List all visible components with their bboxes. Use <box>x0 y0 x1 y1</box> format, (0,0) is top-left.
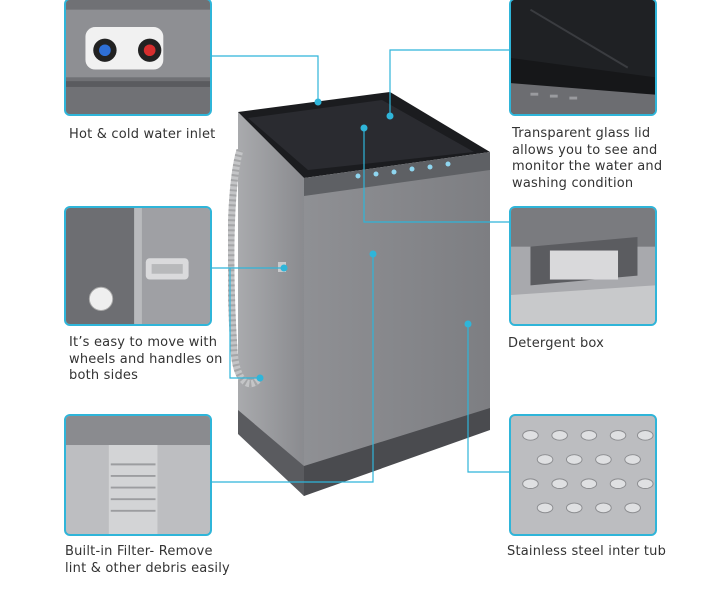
tub-caption: Stainless steel inter tub <box>507 544 666 561</box>
caption-line: allows you to see and <box>512 142 658 158</box>
caption-line: It’s easy to move with <box>69 335 218 350</box>
caption-line: Detergent box <box>508 336 605 351</box>
caption-line: wheels and handles on <box>69 351 223 367</box>
water-inlet-thumbnail <box>64 0 212 116</box>
caption-line: monitor the water and <box>512 159 663 174</box>
detergent-caption: Detergent box <box>508 336 604 353</box>
wheels-thumbnail <box>64 206 212 326</box>
caption-line: Stainless steel inter tub <box>507 544 667 559</box>
wheels-caption: It’s easy to move with wheels and handle… <box>69 335 223 385</box>
caption-line: both sides <box>69 368 139 383</box>
filter-thumbnail <box>64 414 212 536</box>
caption-line: Transparent glass lid <box>512 126 651 141</box>
glass-lid-thumbnail <box>509 0 657 116</box>
washing-machine-image <box>228 92 490 496</box>
caption-line: Built-in Filter- Remove <box>65 544 213 559</box>
caption-line: washing condition <box>512 175 634 191</box>
caption-line: lint & other debris easily <box>65 560 230 576</box>
caption-line: Hot & cold water inlet <box>69 127 216 142</box>
tub-thumbnail <box>509 414 657 536</box>
detergent-box-thumbnail <box>509 206 657 326</box>
water-inlet-caption: Hot & cold water inlet <box>69 127 215 144</box>
filter-caption: Built-in Filter- Remove lint & other deb… <box>65 544 230 577</box>
glass-lid-caption: Transparent glass lid allows you to see … <box>512 126 662 192</box>
